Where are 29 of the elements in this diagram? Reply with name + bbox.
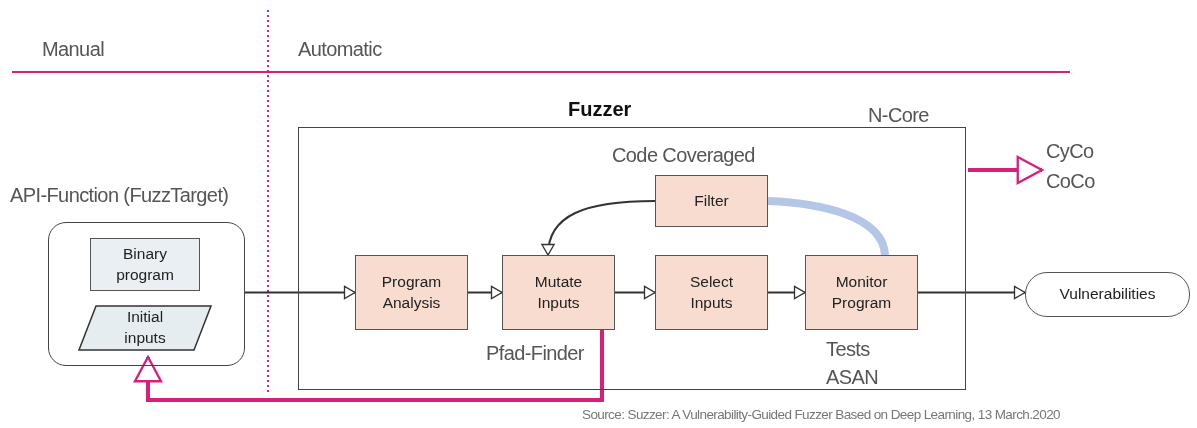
source-note: Source: Suzzer: A Vulnerability-Guided Fuzzer Based on Deep Learning, 13 March.2020 [582, 407, 1060, 422]
node-label: Initial inputs [123, 307, 167, 348]
arrow [244, 285, 356, 300]
arrow [542, 200, 656, 256]
annotation-text: Pfad-Finder [486, 342, 584, 365]
fuzzer-title: Fuzzer [568, 98, 632, 121]
arrow [467, 285, 503, 300]
arrow [917, 285, 1026, 300]
section-heading: N-Core [868, 104, 929, 127]
section-heading: API-Function (FuzzTarget) [10, 184, 229, 207]
section-label: Manual [42, 38, 104, 61]
output-label: CoCo [1046, 170, 1095, 193]
process-box: Select Inputs [655, 255, 768, 330]
arrow [133, 330, 604, 402]
annotation-text: Tests [826, 338, 870, 361]
process-box: Filter [655, 175, 768, 227]
process-box: Mutate Inputs [502, 255, 615, 330]
arrow [614, 285, 656, 300]
annotation-text: Code Coveraged [612, 144, 755, 167]
terminal-box: Vulnerabilities [1025, 272, 1190, 317]
output-label: CyCo [1046, 140, 1094, 163]
arrow [767, 285, 806, 300]
connector-band [767, 197, 889, 256]
process-box: Program Analysis [355, 255, 468, 330]
process-box: Binary program [90, 238, 200, 291]
arrow [968, 155, 1044, 185]
annotation-text: ASAN [826, 366, 879, 389]
process-box: Monitor Program [805, 255, 918, 330]
section-label: Automatic [298, 38, 382, 61]
